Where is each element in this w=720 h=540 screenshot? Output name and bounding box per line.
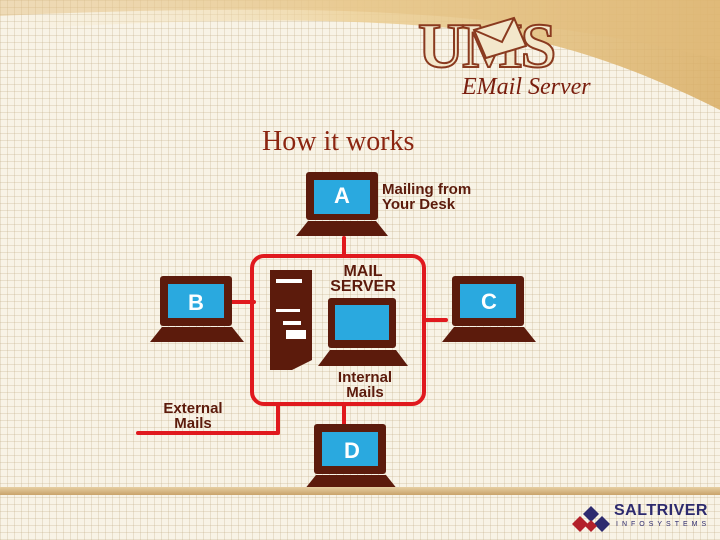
computer-a-letter: A <box>334 183 350 208</box>
mailing-label: Mailing from Your Desk <box>382 182 471 212</box>
external-label-line1: External <box>163 400 223 417</box>
server-label-line2: SERVER <box>330 278 396 295</box>
mailing-label-line1: Mailing from <box>382 181 472 198</box>
saltriver-mark-icon <box>572 506 610 532</box>
server-monitor <box>318 298 408 366</box>
server-label-line1: MAIL <box>343 263 383 280</box>
computer-a <box>296 172 388 236</box>
server-label: MAIL SERVER <box>322 263 404 295</box>
brand-sub: INFOSYSTEMS <box>616 521 711 528</box>
logo-subtitle: EMail Server <box>462 74 591 100</box>
computer-c <box>442 276 536 342</box>
server-network-box <box>250 254 426 406</box>
computer-c-letter: C <box>481 289 497 314</box>
footer-bar <box>0 487 720 495</box>
internal-label-line2: Mails <box>346 384 384 401</box>
internal-label-line1: Internal <box>337 369 393 386</box>
line-external <box>136 402 280 435</box>
internal-mails-label: Internal Mails <box>326 370 404 400</box>
page-title: How it works <box>262 126 415 157</box>
computer-d <box>304 424 398 490</box>
computer-d-letter: D <box>344 438 360 463</box>
envelope-icon <box>472 16 528 60</box>
ums-logo: UMS EMail Server <box>417 13 648 104</box>
saltriver-logo: SALTRIVER INFOSYSTEMS <box>570 500 718 538</box>
external-mails-label: External Mails <box>152 401 234 431</box>
external-label-line2: Mails <box>174 415 212 432</box>
computer-b-letter: B <box>188 290 204 315</box>
computer-b <box>150 276 244 342</box>
server-tower <box>270 270 312 370</box>
brand-name: SALTRIVER <box>614 502 708 519</box>
mailing-label-line2: Your Desk <box>382 196 456 213</box>
